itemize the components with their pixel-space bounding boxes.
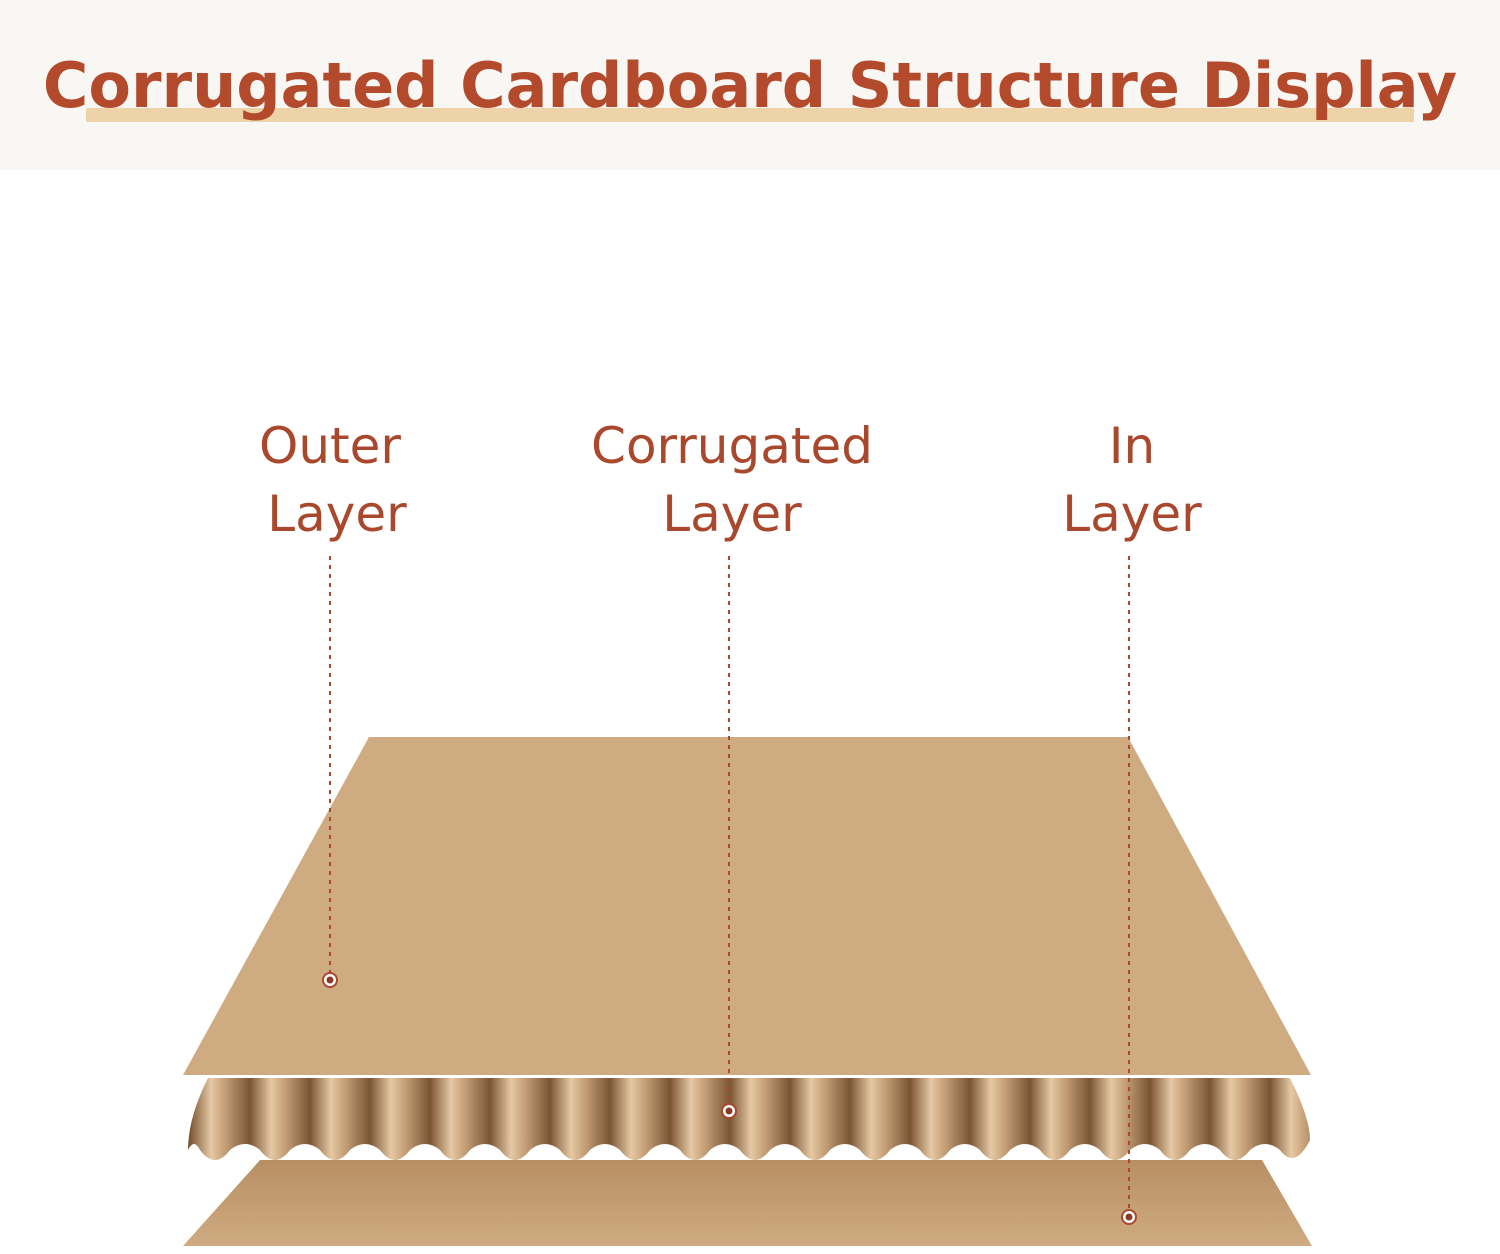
page-title: Corrugated Cardboard Structure Display <box>42 49 1458 122</box>
corrugated-layer-label-line1: Corrugated <box>591 417 873 475</box>
in-layer-marker-dot-core <box>1125 1213 1133 1221</box>
outer-layer-label: Outer Layer <box>150 412 510 548</box>
title-underline <box>86 108 1414 122</box>
corrugated-layer-label: Corrugated Layer <box>552 412 912 548</box>
outer-layer-label-line1: Outer <box>259 417 401 475</box>
corrugated-layer-marker-dot-core <box>725 1107 733 1115</box>
inner-layer-sheet <box>183 1160 1312 1246</box>
outer-layer-marker-dot-core <box>326 976 334 984</box>
in-layer-label-line1: In <box>1108 417 1156 475</box>
in-layer-label: In Layer <box>952 412 1312 548</box>
in-layer-label-line2: Layer <box>1062 485 1202 543</box>
corrugated-layer-label-line2: Layer <box>662 485 802 543</box>
header-band <box>0 0 1500 170</box>
outer-layer-sheet <box>183 737 1311 1075</box>
outer-layer-label-line2: Layer <box>267 485 407 543</box>
corrugated-layer-sheet <box>188 1078 1310 1160</box>
